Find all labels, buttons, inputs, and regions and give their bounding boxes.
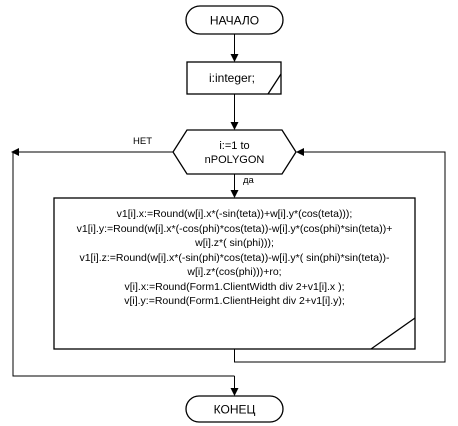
process-block: v1[i].x:=Round(w[i].x*(-sin(teta))+w[i].… — [53, 197, 416, 350]
loop-line2: nPOLYGON — [205, 154, 265, 166]
loop-back-line — [234, 148, 446, 363]
end-terminator: КОНЕЦ — [185, 395, 284, 423]
process-line-1: v1[i].x:=Round(w[i].x*(-sin(teta))+w[i].… — [117, 208, 353, 220]
process-line-4: v1[i].z:=Round(w[i].x*(-sin(phi)*cos(tet… — [79, 252, 390, 264]
declaration-block: i:integer; — [186, 61, 282, 95]
no-branch-label: НЕТ — [133, 136, 152, 147]
start-label: НАЧАЛО — [210, 14, 259, 28]
loop-exit-line — [12, 151, 235, 377]
declare-label: i:integer; — [209, 71, 255, 85]
yes-branch-label: да — [243, 175, 255, 186]
start-terminator: НАЧАЛО — [185, 5, 284, 35]
block-corner-mark — [267, 73, 282, 95]
process-line-7: v[i].y:=Round(Form1.ClientHeight div 2+v… — [124, 295, 345, 307]
block-corner-mark — [370, 317, 416, 350]
loop-hexagon: i:=1 to nPOLYGON — [172, 129, 297, 175]
process-line-2: v1[i].y:=Round(w[i].x*(-cos(phi)*cos(tet… — [77, 223, 393, 235]
end-label: КОНЕЦ — [214, 403, 256, 417]
process-line-5: w[i].z*(cos(phi)))+ro; — [186, 266, 281, 278]
loop-line1: i:=1 to — [219, 140, 249, 152]
process-line-3: w[i].z*( sin(phi))); — [194, 237, 274, 249]
process-line-6: v[i].x:=Round(Form1.ClientWidth div 2+v1… — [125, 281, 345, 293]
